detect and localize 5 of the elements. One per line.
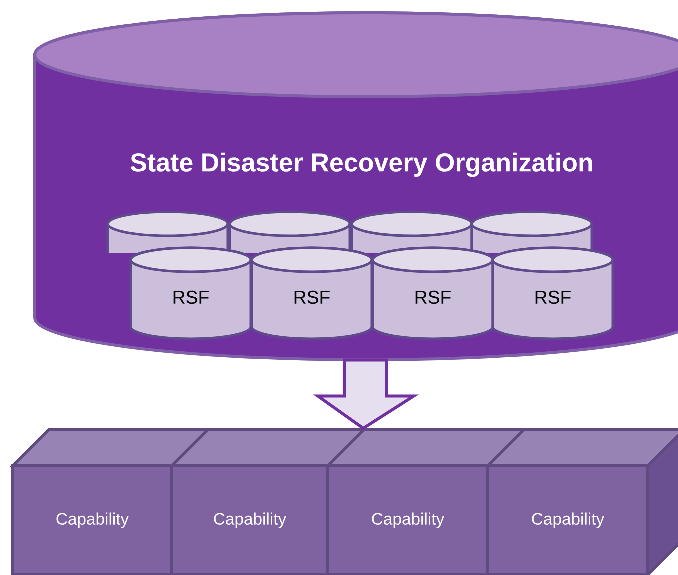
block-arrow: [313, 358, 420, 430]
node-label: Capability: [372, 512, 445, 528]
node-label: Capability: [214, 512, 287, 528]
node-label: Capability: [56, 512, 130, 528]
title-text: State Disaster Recovery Organization: [130, 152, 592, 178]
